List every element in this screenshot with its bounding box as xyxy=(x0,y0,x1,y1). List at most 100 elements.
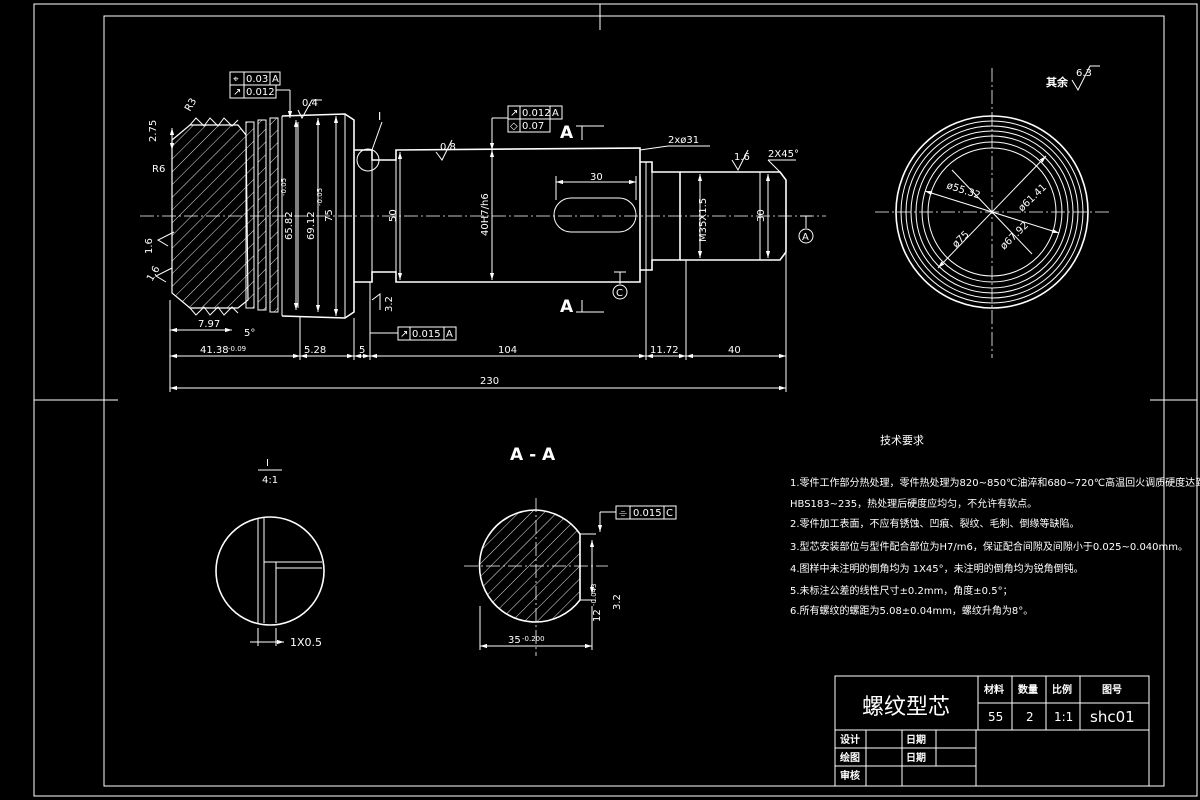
flange-outline xyxy=(281,113,355,319)
dim-r3: R3 xyxy=(183,96,199,113)
qty-header: 数量 xyxy=(1018,683,1038,696)
thread-head-section xyxy=(171,124,249,309)
svg-text:0.07: 0.07 xyxy=(522,121,544,132)
fcf-runout-keyway: ↗ 0.012 A ◇ 0.07 xyxy=(489,105,563,150)
review-label: 审核 xyxy=(840,769,860,782)
dim-41-38: 41.38 xyxy=(200,345,229,356)
svg-text:0.03: 0.03 xyxy=(246,74,268,85)
dim-50: 50 xyxy=(388,209,399,222)
dim-104: 104 xyxy=(498,345,517,356)
drawing-no-value: shc01 xyxy=(1090,708,1135,726)
tech-req-line-3: 2.零件加工表面，不应有锈蚀、凹痕、裂纹、毛刺、倒缘等缺陷。 xyxy=(790,517,1080,530)
svg-text:0.8: 0.8 xyxy=(440,142,456,153)
tech-req-line-4: 3.型芯安装部位与型件配合部位为H7/m6，保证配合间隙及间隙小于0.025~0… xyxy=(790,540,1188,553)
tech-req-title: 技术要求 xyxy=(880,434,924,447)
svg-text:C: C xyxy=(666,508,673,519)
tech-req-line-2: HBS183~235，热处理后硬度应均匀，不允许有软点。 xyxy=(790,497,1037,510)
dim-40: 40 xyxy=(728,345,741,356)
section-aa-view: A - A 12 -0.043 3.2 35 -0.200 ⌯ 0.015 C xyxy=(464,445,677,656)
dim-7-97: 7.97 xyxy=(198,319,220,330)
title-block: 螺纹型芯 材料 数量 比例 图号 55 2 1:1 shc01 设计 绘图 审核… xyxy=(834,675,1150,787)
dim-41-38-tol: -0.09 xyxy=(228,345,246,353)
dim-5deg: 5° xyxy=(244,328,255,339)
section-aa-title: A - A xyxy=(510,445,556,465)
dim-5: 5 xyxy=(359,345,365,356)
drawing-no-header: 图号 xyxy=(1102,684,1122,696)
drawing-frame xyxy=(33,3,1198,797)
material-header: 材料 xyxy=(984,683,1004,696)
svg-text:↗: ↗ xyxy=(233,87,241,98)
tech-req-line-6: 5.未标注公差的线性尺寸±0.2mm，角度±0.5°； xyxy=(790,584,1013,597)
section-aa-dim-12-tol: -0.043 xyxy=(590,583,598,606)
tech-req-line-5: 4.图样中未注明的倒角均为 1X45°，未注明的倒角均为锐角倒钝。 xyxy=(790,562,1084,575)
dim-2xphi31: 2xø31 xyxy=(668,135,699,146)
main-view: 65.82 -0.05 69.12 -0.05 75 50 40H7/h6 M3… xyxy=(140,71,826,392)
section-aa-hatch xyxy=(478,509,581,623)
dim-230: 230 xyxy=(480,376,499,387)
other-surfaces-value: 6.3 xyxy=(1076,68,1092,79)
dim-phi75: ø75 xyxy=(950,229,971,250)
section-aa-dim-35: 35 xyxy=(508,635,521,646)
horizontal-dimensions xyxy=(169,252,787,392)
detail-i-circle xyxy=(356,148,380,172)
section-aa-rough: 3.2 xyxy=(612,594,623,610)
svg-text:0.012: 0.012 xyxy=(246,87,275,98)
design-label: 设计 xyxy=(840,733,860,746)
dim-m35: M35X1.5 xyxy=(698,198,709,242)
dim-65-82-tol: -0.05 xyxy=(280,178,288,196)
tech-req-line-7: 6.所有螺纹的螺距为5.08±0.04mm，螺纹升角为8°。 xyxy=(790,604,1033,617)
dim-75: 75 xyxy=(324,209,335,222)
dim-2x45: 2X45° xyxy=(768,149,799,160)
dim-phi55-32: ø55.32 xyxy=(945,180,981,201)
thread-profile-top xyxy=(189,117,239,127)
section-aa-dim-35-tol: -0.200 xyxy=(522,635,545,643)
keyway-slot xyxy=(553,197,637,233)
draw-label: 绘图 xyxy=(840,751,860,764)
thread-profile-bottom xyxy=(189,306,239,316)
detail-i-view: I 4:1 1X0.5 xyxy=(215,458,325,649)
dim-2-75: 2.75 xyxy=(148,120,159,142)
tech-requirements: 技术要求 1.零件工作部分热处理，零件热处理为820~850℃油淬和680~72… xyxy=(790,434,1200,617)
section-mark-a-bottom: A xyxy=(560,297,574,317)
material-value: 55 xyxy=(988,710,1003,724)
svg-text:0.012: 0.012 xyxy=(522,108,551,119)
svg-text:1.6: 1.6 xyxy=(145,264,162,283)
dim-65-82: 65.82 xyxy=(284,211,295,240)
end-view: ø55.32 ø61.41 ø67.92 ø75 其余 6.3 xyxy=(875,65,1110,358)
detail-i-title: I xyxy=(266,458,269,469)
scale-header: 比例 xyxy=(1052,683,1072,696)
svg-text:0.015: 0.015 xyxy=(633,508,662,519)
date-label-1: 日期 xyxy=(906,733,926,746)
dim-40h7: 40H7/h6 xyxy=(480,193,491,236)
dim-11-72: 11.72 xyxy=(650,345,679,356)
detail-i-label: I xyxy=(378,110,381,123)
end-pin xyxy=(680,171,787,261)
shaft-outline xyxy=(354,147,641,283)
section-aa-dim-12: 12 xyxy=(592,609,603,622)
detail-i-dim: 1X0.5 xyxy=(290,636,322,649)
qty-value: 2 xyxy=(1026,710,1034,724)
scale-value: 1:1 xyxy=(1054,710,1073,724)
dim-r6: R6 xyxy=(152,164,165,175)
dim-5-28: 5.28 xyxy=(304,345,326,356)
part-name: 螺纹型芯 xyxy=(862,695,950,720)
svg-text:A: A xyxy=(552,108,559,119)
dim-30h: 30 xyxy=(590,172,603,183)
section-mark-a-top: A xyxy=(560,123,574,143)
dim-69-12-tol: -0.05 xyxy=(316,188,324,206)
tech-req-line-1: 1.零件工作部分热处理，零件热处理为820~850℃油淬和680~720℃高温回… xyxy=(790,476,1200,489)
svg-text:↗: ↗ xyxy=(400,329,408,340)
other-surfaces-label: 其余 xyxy=(1046,75,1069,89)
detail-i-scale: 4:1 xyxy=(262,475,278,486)
svg-text:↗: ↗ xyxy=(510,108,518,119)
svg-text:⌯: ⌯ xyxy=(619,508,627,519)
date-label-2: 日期 xyxy=(906,751,926,764)
m35-thread-section xyxy=(640,161,681,271)
dim-30v: 30 xyxy=(756,209,767,222)
datum-c: C xyxy=(616,288,623,299)
svg-text:1.6: 1.6 xyxy=(144,238,155,254)
svg-text:3.2: 3.2 xyxy=(384,296,395,312)
svg-text:1.6: 1.6 xyxy=(734,152,750,163)
svg-text:A: A xyxy=(272,74,279,85)
svg-text:0.015: 0.015 xyxy=(412,329,441,340)
